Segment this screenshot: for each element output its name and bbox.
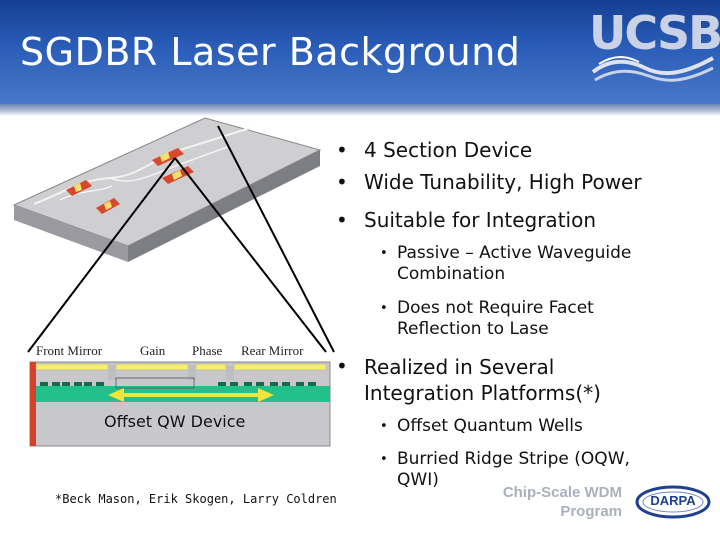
label-phase: Phase: [192, 343, 223, 358]
wave-icon: [591, 56, 714, 82]
sub-bullet-ridge: Burried Ridge Stripe (OQW, QWI): [397, 449, 630, 491]
program-line1: Chip-Scale WDM: [502, 484, 622, 501]
slide-title: SGDBR Laser Background: [20, 30, 521, 74]
sub-bullet-dot: •: [380, 301, 388, 316]
program-line2: Program: [560, 503, 622, 520]
sub-bullet-facet-line2: Reflection to Lase: [397, 319, 549, 339]
bullet-platforms-line1: Realized in Several: [364, 355, 555, 379]
bullet-platforms-line2: Integration Platforms(*): [364, 381, 601, 405]
label-gain: Gain: [140, 343, 166, 358]
sub-bullet-dot: •: [380, 419, 388, 434]
sub-bullet-oqw: Offset Quantum Wells: [397, 416, 583, 436]
bullet-wide-tunability: Wide Tunability, High Power: [364, 170, 642, 194]
bullet-dot: •: [336, 208, 348, 232]
label-rear-mirror: Rear Mirror: [241, 343, 304, 358]
sub-bullet-dot: •: [380, 452, 388, 467]
title-bar: [0, 0, 720, 104]
darpa-icon: [635, 485, 711, 519]
projection-line-left: [27, 157, 176, 353]
bullet-dot: •: [336, 170, 348, 194]
ucsb-logo-text: UCSB: [589, 6, 720, 60]
title-bar-shadow: [0, 104, 720, 116]
ucsb-logo: UCSB: [585, 6, 720, 92]
bullet-integration: Suitable for Integration: [364, 208, 597, 232]
chip-photo-illustration: [12, 117, 322, 262]
darpa-logo: DARPA: [634, 484, 712, 520]
sub-bullet-facet: Does not Require Facet Reflection to Las…: [397, 298, 594, 340]
projection-line-far: [217, 125, 335, 353]
bullet-dot: •: [336, 138, 348, 162]
sub-bullet-ridge-line2: QWI): [397, 470, 439, 490]
bullet-dot: •: [336, 354, 348, 378]
sub-bullet-passive-active-line1: Passive – Active Waveguide: [397, 243, 632, 263]
sub-bullet-passive-active-line2: Combination: [397, 264, 506, 284]
device-caption: Offset QW Device: [104, 412, 246, 431]
sub-bullet-facet-line1: Does not Require Facet: [397, 298, 594, 318]
sub-bullet-ridge-line1: Burried Ridge Stripe (OQW,: [397, 449, 630, 469]
projection-line-right: [174, 157, 327, 353]
label-front-mirror: Front Mirror: [36, 343, 103, 358]
sub-bullet-dot: •: [380, 246, 388, 261]
sub-bullet-passive-active: Passive – Active Waveguide Combination: [397, 243, 631, 285]
footnote: *Beck Mason, Erik Skogen, Larry Coldren: [55, 492, 337, 506]
bullet-4-section: 4 Section Device: [364, 138, 533, 162]
cross-section: [29, 361, 331, 447]
bullet-platforms: Realized in Several Integration Platform…: [364, 354, 601, 406]
darpa-logo-text: DARPA: [650, 493, 696, 508]
